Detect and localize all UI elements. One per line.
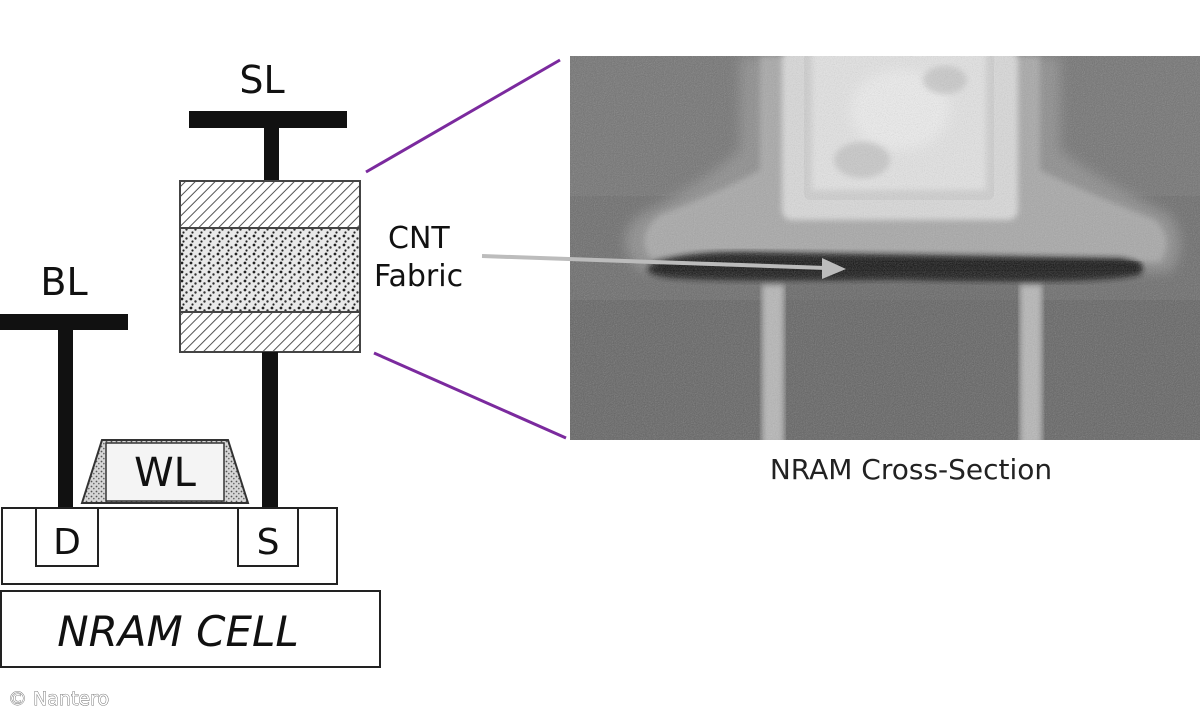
bottom-electrode (179, 311, 361, 353)
sl-line (189, 111, 347, 180)
source-label: S (257, 522, 280, 563)
cnt-fabric-label-line1: CNT (388, 221, 450, 256)
source-region (237, 507, 299, 567)
cross-section-caption: NRAM Cross-Section (770, 453, 1052, 486)
cnt-fabric-label: CNT Fabric (374, 221, 463, 294)
zoom-line-bottom (373, 351, 567, 440)
cnt-fabric-label-line2: Fabric (374, 259, 463, 294)
drain-region (35, 507, 99, 567)
source-line (262, 352, 278, 508)
cnt-fabric-layer (179, 227, 361, 313)
copyright-credit: © Nantero (8, 688, 109, 710)
pointer-arrow (481, 254, 846, 279)
word-line-gate (80, 439, 250, 504)
cell-title-box (0, 590, 381, 668)
cell-title: NRAM CELL (57, 607, 299, 656)
bl-label: BL (40, 260, 87, 304)
drain-label: D (53, 522, 81, 563)
wl-label: WL (134, 450, 197, 496)
sem-micrograph-image (570, 56, 1200, 440)
top-electrode (179, 180, 361, 229)
nram-element-stack (179, 180, 361, 353)
sl-label: SL (239, 58, 284, 102)
bl-line (0, 314, 128, 508)
zoom-line-top (365, 58, 561, 174)
